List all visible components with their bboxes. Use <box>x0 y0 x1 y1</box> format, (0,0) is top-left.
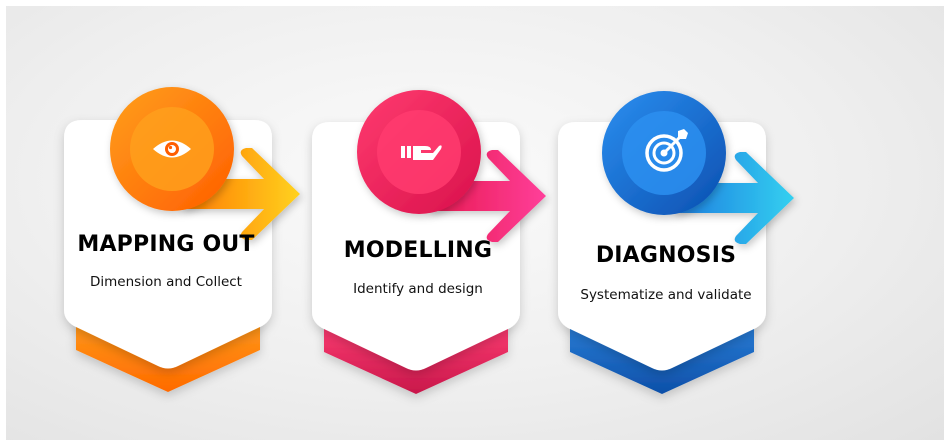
diagram-graphics <box>64 87 794 394</box>
process-diagram: MAPPING OUT Dimension and Collect MODELL… <box>6 6 944 440</box>
step-3-card <box>558 91 794 394</box>
step-2-card <box>312 90 546 394</box>
step-1-title: MAPPING OUT <box>77 232 255 257</box>
eye-icon <box>153 140 191 158</box>
step-1-arrow <box>182 148 300 240</box>
target-icon <box>645 129 688 172</box>
step-3-title: DIAGNOSIS <box>595 243 737 268</box>
step-3-arrow <box>674 152 794 244</box>
step-2-subtitle: Identify and design <box>353 281 483 297</box>
step-1-text: MAPPING OUT Dimension and Collect <box>51 232 281 312</box>
step-1-subtitle: Dimension and Collect <box>90 274 242 290</box>
step-2-text: MODELLING Identify and design <box>303 238 533 318</box>
step-3-subtitle: Systematize and validate <box>580 287 752 303</box>
step-3-text: DIAGNOSIS Systematize and validate <box>551 243 781 323</box>
step-2-title: MODELLING <box>343 238 493 263</box>
step-2-arrow <box>429 150 546 242</box>
step-1-card <box>64 87 300 392</box>
handshake-icon <box>401 145 442 160</box>
